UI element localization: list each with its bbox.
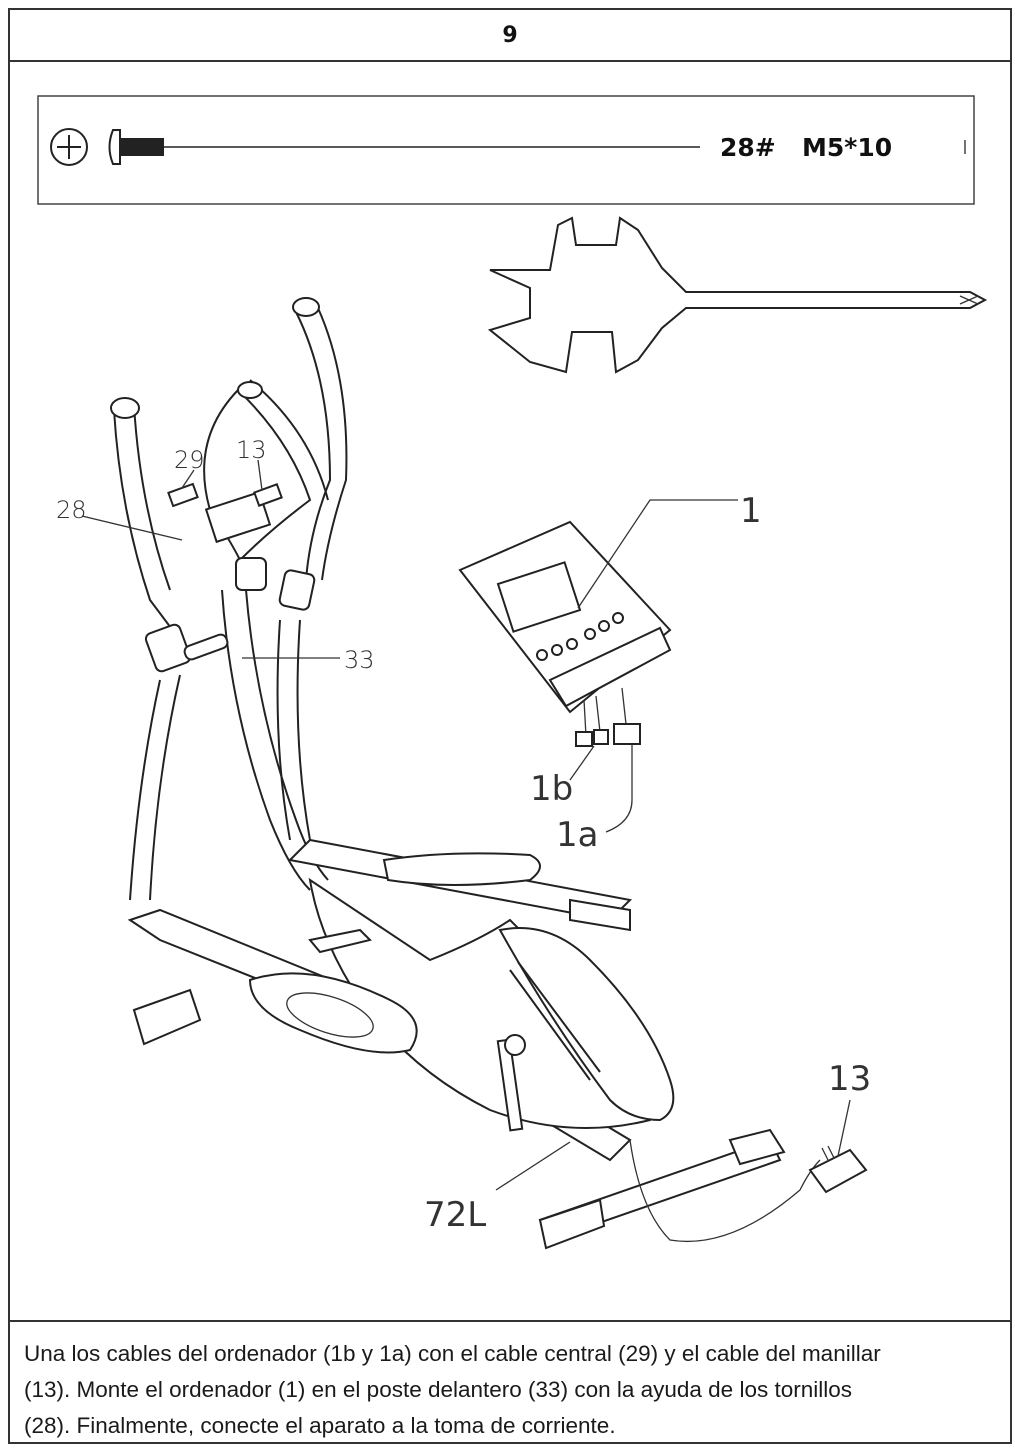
screw-icon: [108, 129, 164, 165]
callout-leaders: [81, 459, 851, 1191]
assembly-illustration: 28# M5*10: [10, 60, 1010, 1320]
instruction-page-frame: 9 28# M5*10: [8, 8, 1012, 1444]
console-buttons: [536, 612, 624, 661]
wrench-tool-icon: [487, 216, 988, 374]
instruction-text: Una los cables del ordenador (1b y 1a) c…: [10, 1320, 1010, 1442]
hardware-box: 28# M5*10: [37, 95, 975, 205]
callout-28: 28: [56, 496, 87, 524]
callout-33: 33: [344, 646, 375, 674]
callout-13-handlebar: 13: [236, 436, 267, 464]
instruction-line-1: Una los cables del ordenador (1b y 1a) c…: [24, 1341, 881, 1366]
phillips-head-icon: [50, 128, 88, 166]
callout-13-power: 13: [828, 1059, 871, 1099]
callout-1: 1: [740, 491, 762, 531]
callout-1a: 1a: [556, 815, 598, 855]
assembly-drawing: 28# M5*10: [37, 95, 988, 1250]
elliptical-trainer: [110, 297, 868, 1250]
callout-1b: 1b: [530, 769, 573, 809]
callout-29: 29: [174, 446, 205, 474]
hardware-spec: M5*10: [802, 133, 892, 162]
callout-72l: 72L: [424, 1195, 486, 1235]
power-adapter-icon: [808, 1145, 868, 1194]
instruction-line-2: (13). Monte el ordenador (1) en el poste…: [24, 1377, 852, 1402]
step-number: 9: [10, 10, 1010, 62]
instruction-line-3: (28). Finalmente, conecte el aparato a l…: [24, 1413, 616, 1438]
console-computer: [167, 482, 672, 747]
hardware-part-code: 28#: [720, 133, 776, 162]
